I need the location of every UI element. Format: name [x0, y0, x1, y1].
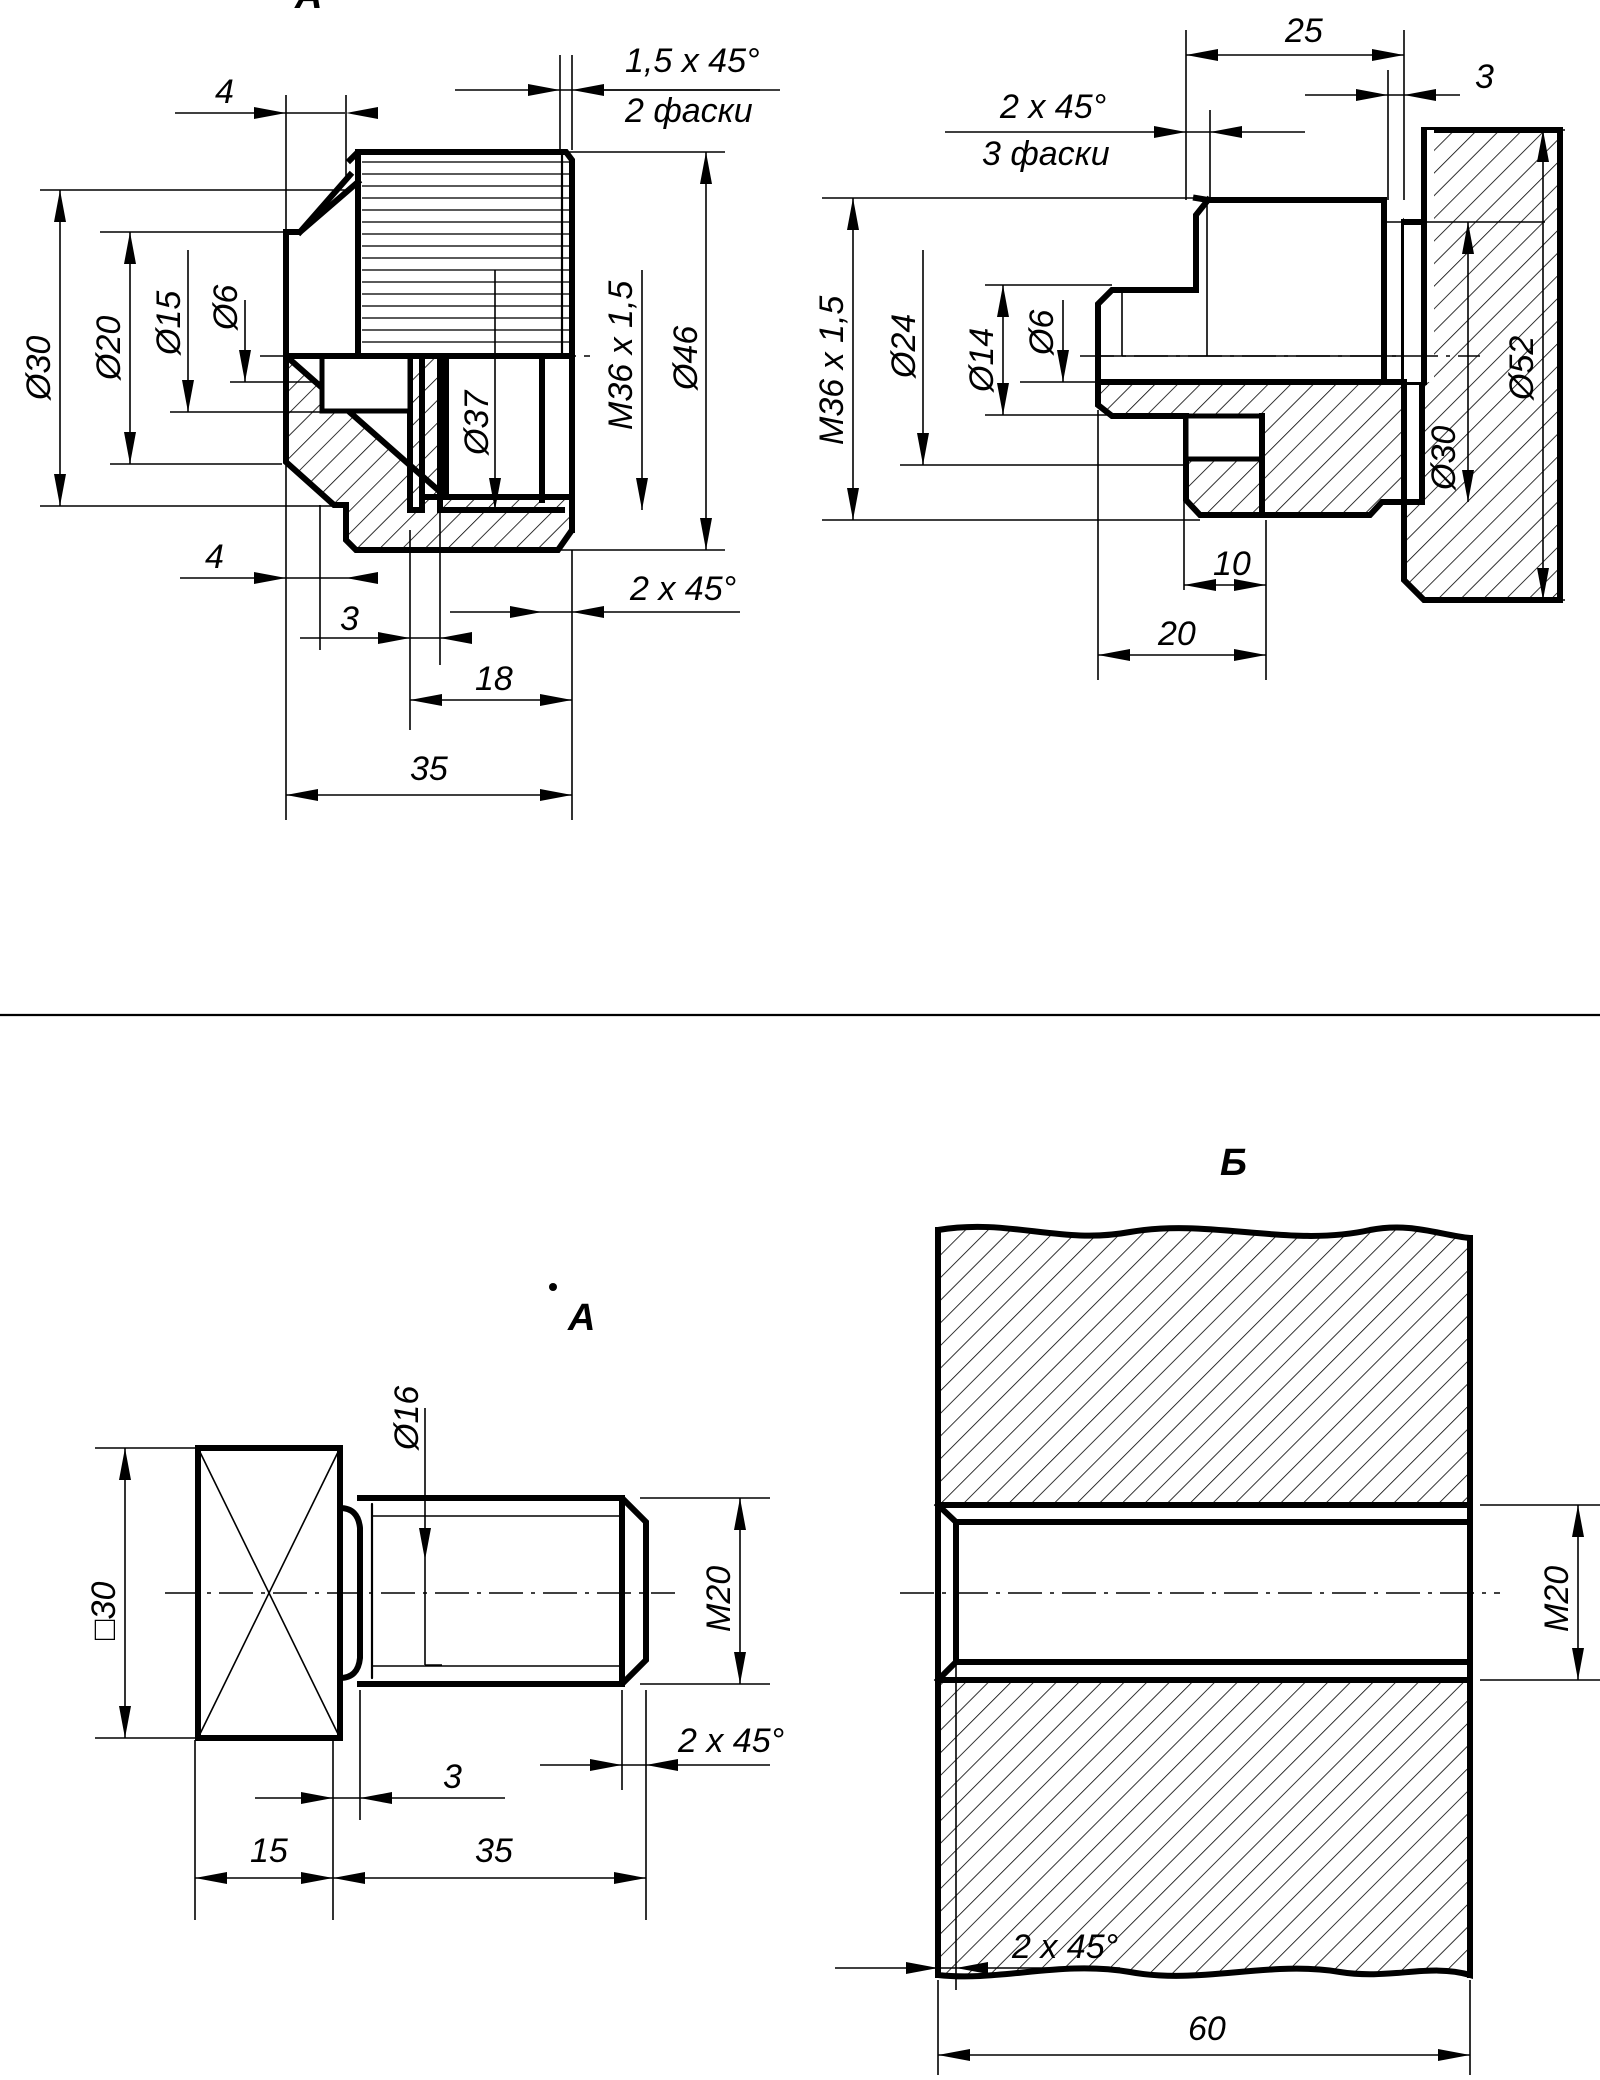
m20-label-a: M20 — [700, 1566, 738, 1632]
block-lower — [935, 1677, 1473, 1980]
len-10: 10 — [1213, 545, 1251, 583]
len-18: 18 — [475, 660, 513, 698]
chamfer-bottom-label: 2 x 45° — [629, 570, 736, 608]
chamfer-label-b: 2 x 45° — [999, 88, 1106, 126]
thread-label-b: M36 x 1,5 — [813, 296, 851, 445]
chamfer-top-label: 1,5 x 45° — [625, 42, 760, 80]
d6-label: Ø6 — [207, 285, 245, 331]
len-15: 15 — [250, 1832, 288, 1870]
block-upper — [935, 1223, 1473, 1508]
fig-a-top: А — [20, 0, 780, 820]
square30-label: □30 — [85, 1582, 123, 1640]
chamfer-label-b-bottom: 2 x 45° — [1011, 1928, 1118, 1966]
len-35-a-bottom: 35 — [475, 1832, 513, 1870]
d14-label: Ø14 — [963, 328, 1001, 393]
d6-label-b: Ø6 — [1023, 310, 1061, 356]
chamfer-label-a-bottom: 2 x 45° — [677, 1722, 784, 1760]
view-label-b-bottom: Б — [1220, 1142, 1247, 1184]
d37-label: Ø37 — [458, 390, 496, 456]
thread-label: M36 x 1,5 — [602, 281, 640, 430]
len-3: 3 — [340, 600, 359, 638]
len-3-right: 3 — [1475, 58, 1494, 96]
len-35: 35 — [410, 750, 448, 788]
len-4-bottom: 4 — [205, 538, 224, 576]
d52-label: Ø52 — [1503, 336, 1541, 401]
view-label-a-bottom: А — [567, 1297, 595, 1339]
d30-label: Ø30 — [20, 336, 58, 401]
fig-a-bottom: А — [85, 1283, 784, 1920]
d15-label: Ø15 — [150, 291, 188, 356]
len-60: 60 — [1188, 2010, 1226, 2048]
d20-label: Ø20 — [90, 316, 128, 381]
fig-b-bottom: Б M20 2 x 45° 60 — [835, 1142, 1600, 2075]
m20-label-b: M20 — [1538, 1566, 1576, 1632]
fig-b-top: 25 3 2 x 45° 3 фаски M36 x 1,5 Ø24 Ø14 Ø… — [813, 12, 1565, 680]
d16-label: Ø16 — [388, 1386, 426, 1451]
len-20: 20 — [1157, 615, 1196, 653]
d30-label-b: Ø30 — [1425, 426, 1463, 491]
chamfer-top-count: 2 фаски — [624, 92, 753, 130]
d46-label: Ø46 — [667, 326, 705, 391]
view-label-a-top: А — [294, 0, 322, 17]
len-4-top: 4 — [215, 73, 234, 111]
d24-label: Ø24 — [885, 314, 923, 379]
chamfer-count-b: 3 фаски — [982, 135, 1110, 173]
len-3-a-bottom: 3 — [443, 1758, 462, 1796]
len-25: 25 — [1284, 12, 1323, 50]
